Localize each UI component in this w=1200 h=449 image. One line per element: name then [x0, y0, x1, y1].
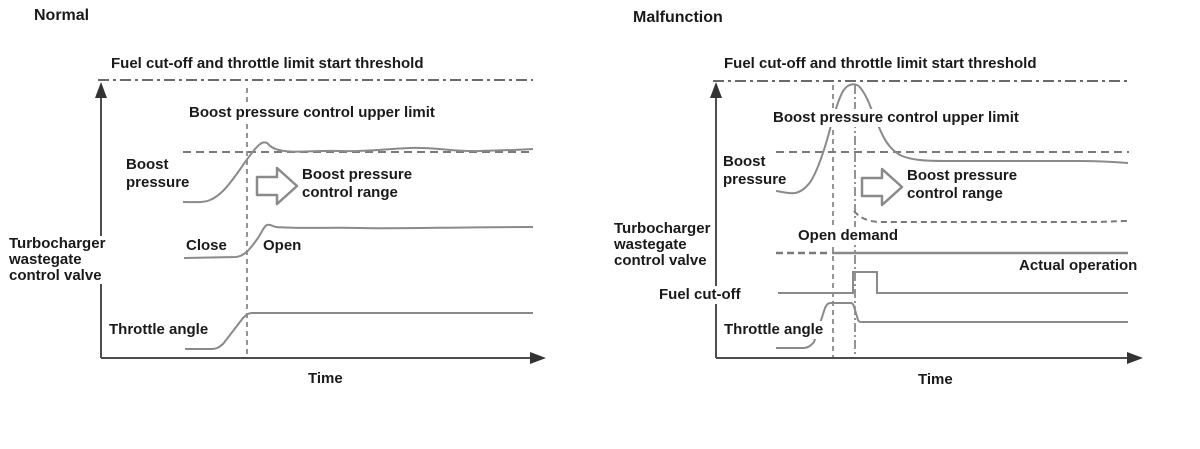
wastegate-valve-curve	[183, 223, 534, 259]
control-range-label-line2: control range	[302, 184, 398, 201]
control-range-label: Boost pressure control range	[301, 166, 414, 202]
wastegate-valve-label: Turbocharger wastegate control valve	[8, 235, 107, 284]
boost-pressure-label-line2: pressure	[126, 174, 190, 191]
x-axis-arrow-icon	[1127, 352, 1143, 364]
upper-limit-label: Boost pressure control upper limit	[188, 104, 436, 122]
y-axis-arrow-icon	[95, 82, 107, 98]
throttle-angle-label: Throttle angle	[723, 321, 825, 339]
time-label: Time	[308, 370, 343, 387]
boost-pressure-curve	[182, 141, 534, 204]
malfunction-title: Malfunction	[633, 9, 723, 26]
control-range-label-line2: control range	[907, 185, 1003, 202]
control-range-arrow-icon	[255, 166, 299, 206]
boost-pressure-label-line2: pressure	[723, 171, 787, 188]
throttle-angle-curve	[185, 312, 533, 350]
throttle-angle-label: Throttle angle	[108, 321, 210, 339]
x-axis-arrow-icon	[530, 352, 546, 364]
valve-label-line1: Turbocharger	[614, 220, 711, 237]
boost-pressure-label: Boost pressure	[125, 156, 191, 192]
actual-operation-label: Actual operation	[1018, 257, 1139, 275]
boost-pressure-label-line1: Boost	[126, 156, 169, 173]
open-label: Open	[262, 237, 303, 255]
upper-limit-label: Boost pressure control upper limit	[772, 109, 1020, 127]
boost-pressure-label: Boost pressure	[722, 153, 788, 189]
time-label: Time	[918, 371, 953, 388]
valve-label-line2: wastegate	[614, 236, 687, 253]
control-range-label-line1: Boost pressure	[302, 166, 413, 183]
normal-title: Normal	[34, 7, 90, 24]
control-range-label: Boost pressure control range	[906, 167, 1019, 203]
threshold-label: Fuel cut-off and throttle limit start th…	[723, 55, 1038, 73]
valve-label-line3: control valve	[9, 267, 102, 284]
malfunction-panel-lines	[710, 80, 1143, 364]
boost-pressure-curve	[775, 83, 1129, 195]
normal-panel-lines	[95, 79, 546, 364]
valve-label-line2: wastegate	[9, 251, 82, 268]
control-range-arrow-icon	[860, 167, 904, 207]
boost-pressure-label-line1: Boost	[723, 153, 766, 170]
threshold-label: Fuel cut-off and throttle limit start th…	[110, 55, 425, 73]
valve-label-line3: control valve	[614, 252, 707, 269]
throttle-angle-curve	[776, 302, 1128, 349]
close-label: Close	[185, 237, 228, 255]
fuel-cutoff-curve	[778, 271, 1128, 294]
open-demand-label: Open demand	[797, 227, 900, 245]
wastegate-valve-label: Turbocharger wastegate control valve	[613, 220, 712, 269]
control-range-lower-line	[853, 210, 1128, 223]
y-axis-arrow-icon	[710, 82, 722, 98]
control-range-label-line1: Boost pressure	[907, 167, 1018, 184]
valve-label-line1: Turbocharger	[9, 235, 106, 252]
fuel-cutoff-label: Fuel cut-off	[658, 286, 742, 304]
